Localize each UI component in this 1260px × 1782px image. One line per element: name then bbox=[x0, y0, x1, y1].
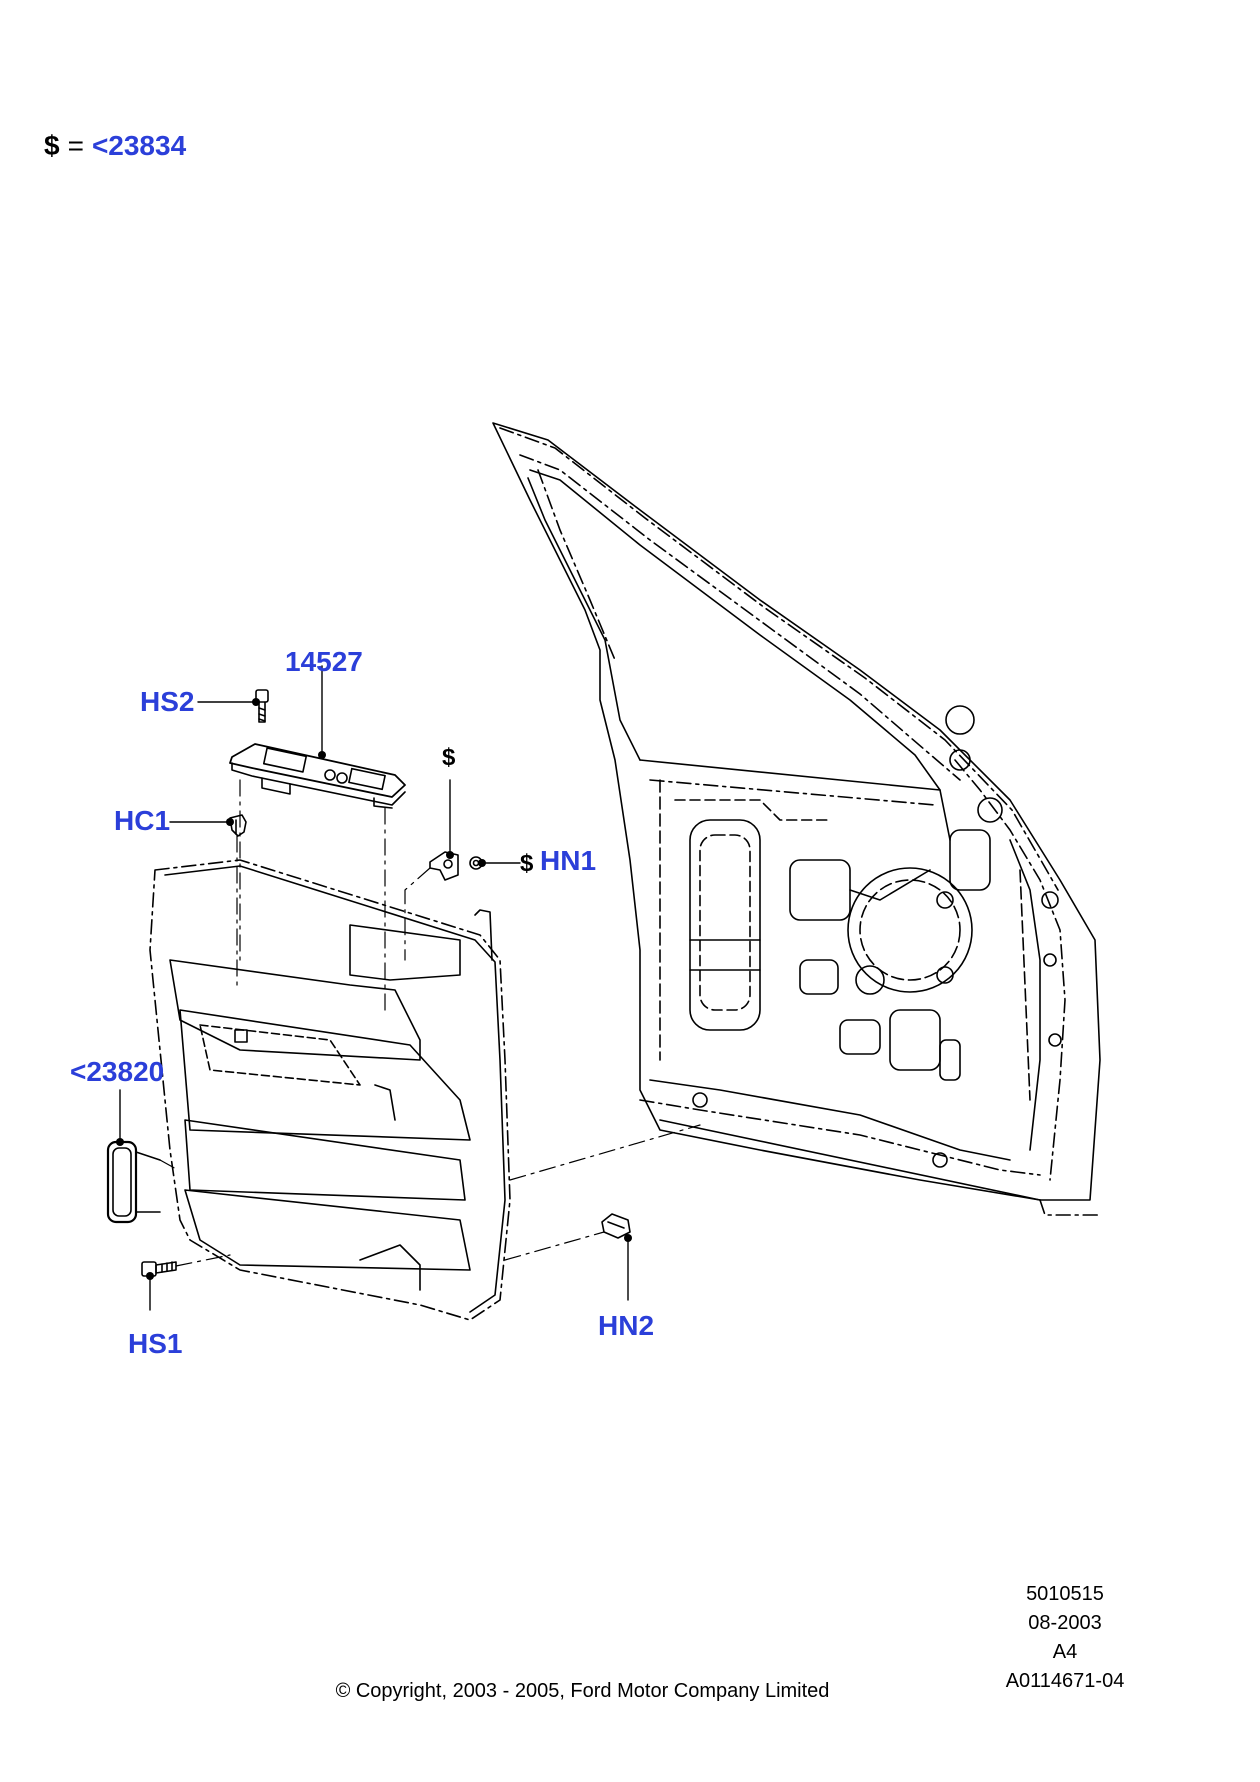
bolt-hs2 bbox=[255, 689, 269, 723]
legend: $=<23834 bbox=[44, 130, 186, 162]
assembly-lines bbox=[159, 779, 701, 1267]
callout-dollar-top: $ bbox=[442, 744, 456, 771]
callout-14527[interactable]: 14527 bbox=[285, 646, 363, 677]
copyright-notice: © Copyright, 2003 - 2005, Ford Motor Com… bbox=[335, 1680, 830, 1702]
callout-hc1[interactable]: HC1 bbox=[114, 805, 171, 836]
illustration-date: 08-2003 bbox=[1028, 1612, 1102, 1634]
clip-hc1 bbox=[229, 814, 247, 837]
reference-number: A0114671-04 bbox=[1005, 1670, 1125, 1692]
callout-23820[interactable]: <23820 bbox=[70, 1056, 165, 1087]
switch-bezel-14527 bbox=[229, 743, 406, 809]
legend-ref[interactable]: <23834 bbox=[91, 130, 187, 161]
legend-symbol: $ bbox=[44, 130, 60, 161]
callout-hs1[interactable]: HS1 bbox=[128, 1328, 183, 1359]
door-trim-panel bbox=[149, 859, 511, 1321]
legend-equals: = bbox=[67, 130, 84, 161]
bolt-hs1 bbox=[141, 1261, 177, 1277]
callout-hs2[interactable]: HS2 bbox=[140, 686, 195, 717]
callout-dollar-hn1: $ bbox=[520, 850, 534, 877]
door-shell bbox=[492, 422, 1101, 1216]
callout-hn2[interactable]: HN2 bbox=[598, 1310, 655, 1341]
leader-dots bbox=[116, 698, 632, 1280]
illustration-number: 5010515 bbox=[1026, 1583, 1104, 1605]
callout-hn1[interactable]: HN1 bbox=[540, 845, 597, 876]
bracket-nut-hn1 bbox=[429, 851, 483, 881]
nut-hn2 bbox=[601, 1213, 631, 1239]
paper-size: A4 bbox=[1052, 1641, 1078, 1663]
grab-handle-23820 bbox=[106, 1140, 161, 1224]
leader-lines bbox=[119, 665, 629, 1311]
